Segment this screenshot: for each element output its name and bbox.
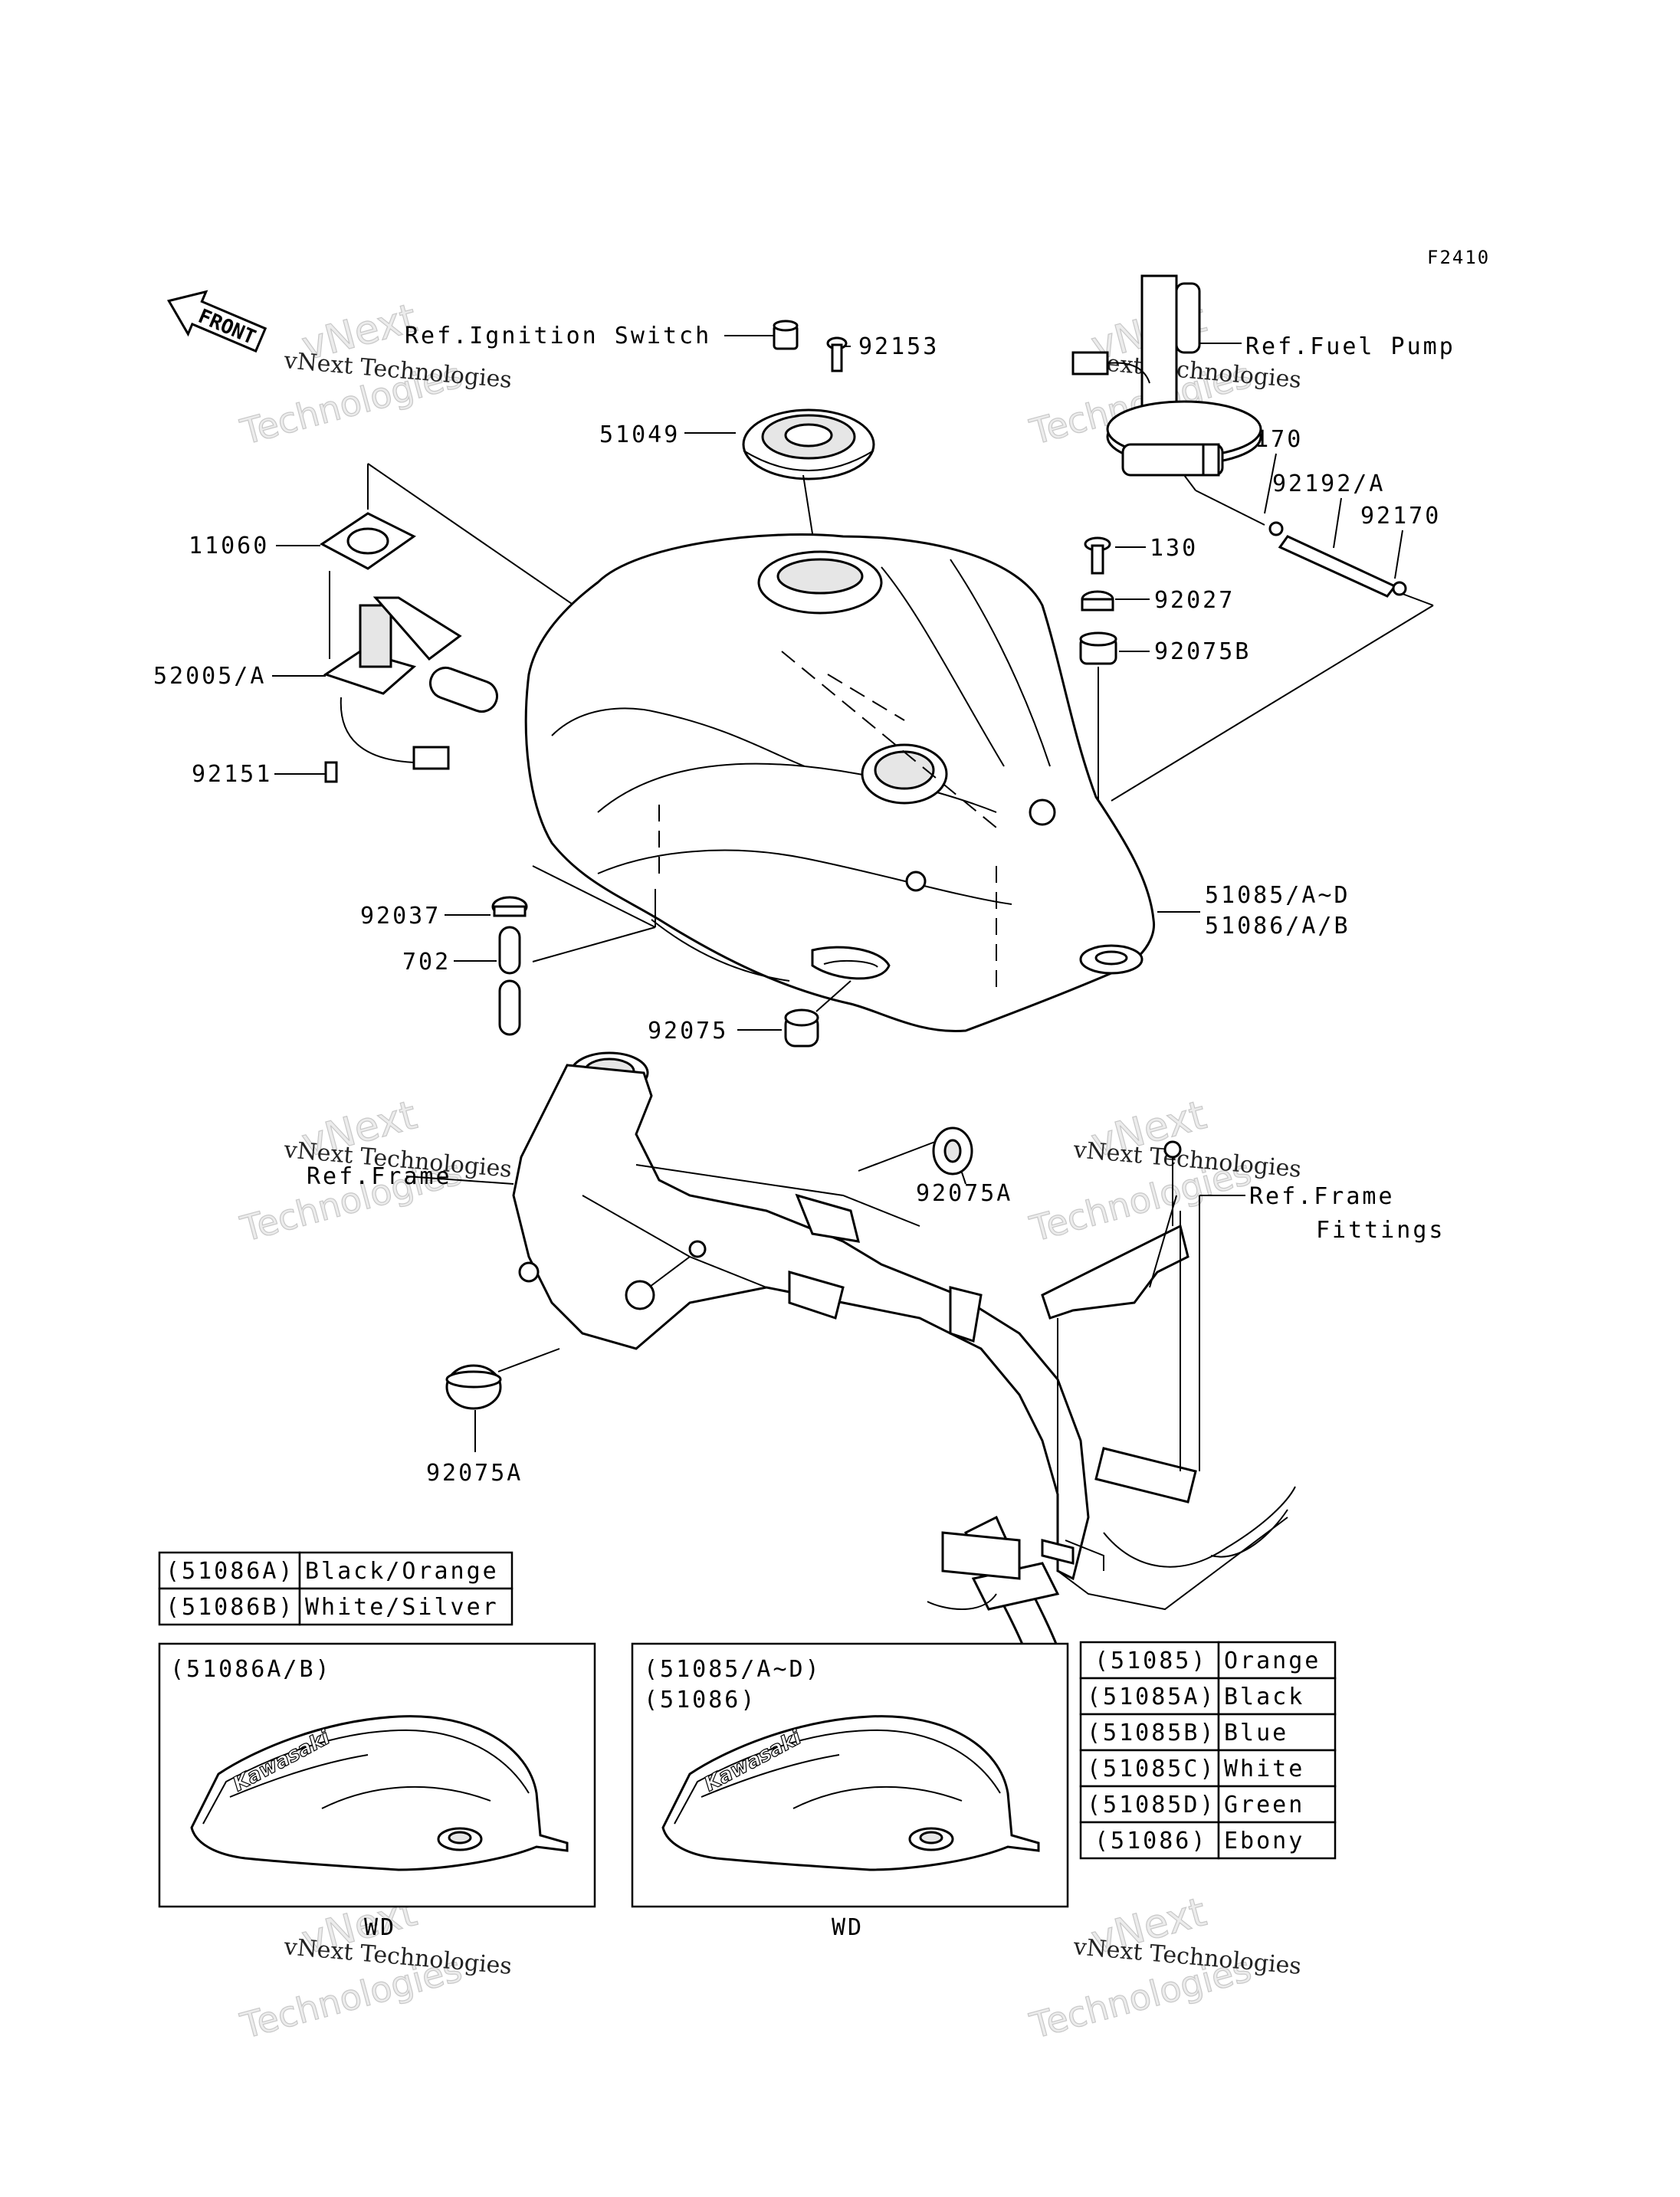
fuel-tank xyxy=(524,533,1156,1033)
fuel-pump xyxy=(1071,274,1262,491)
part-92075a-2: 92075A xyxy=(426,1460,523,1487)
part-702: 702 xyxy=(402,949,451,976)
color-table-large: (51085) Orange (51085A) Black (51085B) B… xyxy=(1079,1641,1337,1860)
watermark-bottom-right: vNext Technologies vNext Technologies xyxy=(1025,1889,1302,2048)
color-table-large-color-4: White xyxy=(1224,1756,1304,1782)
color-table-large-code-5: (51085D) xyxy=(1087,1792,1216,1818)
part-92075b: 92075B xyxy=(1154,638,1251,665)
ref-frame-fittings-2: Fittings xyxy=(1316,1217,1445,1244)
variant-box-right: (51085/A~D) (51086) Kawasaki WD xyxy=(631,1642,1069,1941)
color-table-small-color-1: Black/Orange xyxy=(305,1558,499,1585)
motorcycle-frame xyxy=(512,1051,1296,1657)
color-table-large-color-3: Blue xyxy=(1224,1720,1288,1746)
variant-left-caption: WD xyxy=(364,1914,396,1941)
watermark-mid-right: vNext Technologies vNext Technologies xyxy=(1025,1092,1302,1251)
part-52005: 52005/A xyxy=(153,663,266,690)
grommet-92075 xyxy=(784,1008,819,1048)
damper-92075a-lower xyxy=(445,1364,502,1410)
part-92075a-1: 92075A xyxy=(916,1180,1012,1207)
gasket-11060 xyxy=(320,512,416,570)
washer-92027 xyxy=(1081,590,1114,612)
ref-frame-fittings-1: Ref.Frame xyxy=(1249,1183,1395,1210)
ref-frame: Ref.Frame xyxy=(307,1163,452,1190)
watermark-top-left: vNext Technologies vNext Technologies xyxy=(235,295,513,454)
ref-ignition-switch: Ref.Ignition Switch xyxy=(405,323,711,349)
part-51049: 51049 xyxy=(599,421,680,448)
part-92192: 92192/A xyxy=(1272,471,1385,497)
part-92151: 92151 xyxy=(192,761,272,788)
part-51085: 51085/A~D xyxy=(1205,882,1350,909)
part-11060: 11060 xyxy=(189,533,269,559)
watermark-bottom-left: vNext Technologies vNext Technologies xyxy=(235,1889,513,2048)
variant-right-title-2: (51086) xyxy=(644,1687,756,1713)
color-table-large-color-1: Orange xyxy=(1224,1648,1321,1674)
front-arrow-icon: FRONT xyxy=(166,290,267,353)
fuel-cap-51049 xyxy=(742,408,875,480)
frame-fitting-bracket xyxy=(1041,1140,1189,1320)
bolt-130 xyxy=(1084,536,1111,575)
fuel-hose-92192 xyxy=(1268,521,1407,598)
color-table-large-code-6: (51086) xyxy=(1094,1828,1207,1854)
ignition-bushing xyxy=(773,320,799,350)
color-table-large-color-2: Black xyxy=(1224,1684,1304,1710)
color-table-small-color-2: White/Silver xyxy=(305,1594,499,1621)
color-table-large-code-1: (51085) xyxy=(1094,1648,1207,1674)
part-92170-b: 92170 xyxy=(1360,503,1441,530)
variant-right-title-1: (51085/A~D) xyxy=(644,1656,822,1683)
color-table-large-color-6: Ebony xyxy=(1224,1828,1304,1854)
color-table-small-code-1: (51086A) xyxy=(166,1558,295,1585)
color-table-small: (51086A) Black/Orange (51086B) White/Sil… xyxy=(158,1551,514,1626)
variant-right-caption: WD xyxy=(832,1914,864,1941)
color-table-large-color-5: Green xyxy=(1224,1792,1304,1818)
part-92153: 92153 xyxy=(858,333,939,360)
part-92037: 92037 xyxy=(360,903,441,930)
fuel-level-sensor xyxy=(323,596,498,770)
color-table-large-code-3: (51085B) xyxy=(1087,1720,1216,1746)
color-table-large-code-4: (51085C) xyxy=(1087,1756,1216,1782)
ref-fuel-pump: Ref.Fuel Pump xyxy=(1245,333,1455,360)
part-130: 130 xyxy=(1150,535,1198,562)
part-92075: 92075 xyxy=(648,1018,728,1044)
bolt-92153 xyxy=(826,336,848,372)
part-51086: 51086/A/B xyxy=(1205,913,1350,939)
variant-left-title: (51086A/B) xyxy=(170,1656,332,1683)
hose-702 xyxy=(498,926,521,1036)
part-92027: 92027 xyxy=(1154,587,1235,614)
grommet-92075b xyxy=(1079,631,1117,665)
damper-92075a-upper xyxy=(932,1126,973,1176)
screw-92151 xyxy=(324,761,338,783)
color-table-large-code-2: (51085A) xyxy=(1087,1684,1216,1710)
variant-box-left: (51086A/B) Kawasaki WD xyxy=(158,1642,596,1941)
clip-92037 xyxy=(491,896,528,917)
color-table-small-code-2: (51086B) xyxy=(166,1594,295,1621)
figure-code: F2410 xyxy=(1427,247,1490,268)
